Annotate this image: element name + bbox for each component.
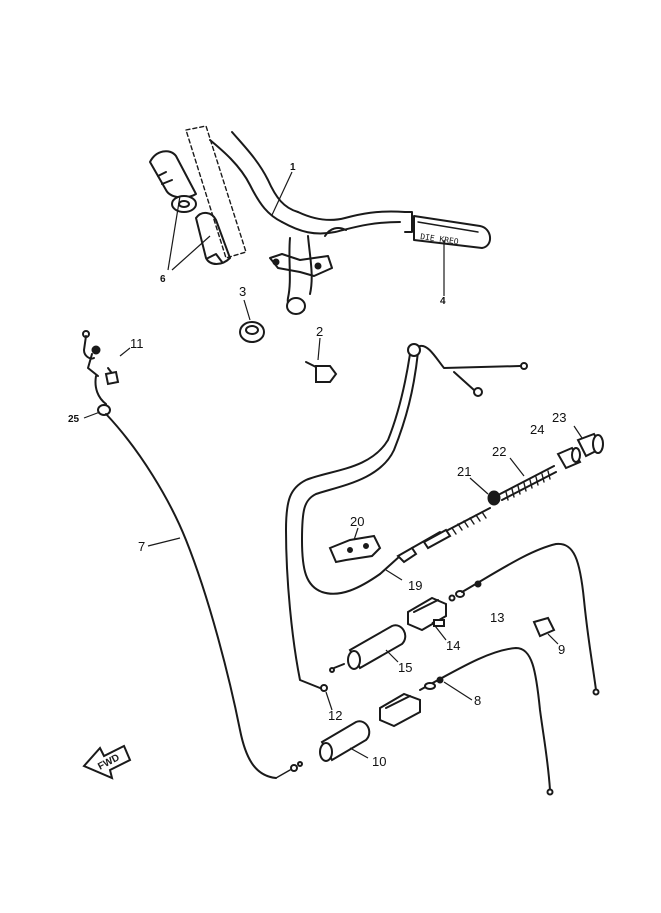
part-19-cable-adjuster: [379, 507, 491, 581]
part-9-clip: [532, 616, 559, 645]
callout-24: 24: [530, 422, 544, 437]
cable-loop: [285, 343, 528, 689]
leader-6a: [167, 195, 181, 271]
callout-14: 14: [446, 638, 460, 653]
callout-3: 3: [239, 284, 246, 299]
part-24-sleeve: [556, 446, 582, 470]
forward-arrow: FWD: [82, 744, 132, 780]
callout-2: 2: [316, 324, 323, 339]
handlebar: [209, 131, 406, 315]
callout-10: 10: [372, 754, 386, 769]
callout-1: 1: [290, 162, 296, 173]
part-3-nut: [239, 299, 265, 343]
callout-7: 7: [138, 539, 145, 554]
callout-9: 9: [558, 642, 565, 657]
callout-21: 21: [457, 464, 471, 479]
part-2-bolt: [305, 337, 338, 383]
callout-11: 11: [130, 336, 144, 351]
leader-6b: [171, 235, 211, 271]
part-10-cylinder: [319, 720, 371, 762]
callout-4: 4: [440, 296, 446, 307]
part-21-nut: [469, 477, 501, 506]
leader-1: [271, 171, 293, 216]
leader-7: [147, 537, 181, 547]
callout-13: 13: [490, 610, 504, 625]
cable-7: [105, 413, 277, 779]
callout-23: 23: [552, 410, 566, 425]
callout-25: 25: [68, 414, 80, 425]
part-23-cap: [573, 425, 604, 458]
right-grip: DIE KREO: [404, 211, 491, 249]
callout-6: 6: [160, 274, 166, 285]
part-14-holder: [407, 596, 447, 641]
callout-15: 15: [398, 660, 412, 675]
part-12-cable-end: [320, 684, 333, 711]
leader-25: [83, 411, 101, 419]
callout-12: 12: [328, 708, 342, 723]
part-20-bracket: [328, 527, 382, 564]
callout-8: 8: [474, 693, 481, 708]
callout-19: 19: [408, 578, 422, 593]
callout-22: 22: [492, 444, 506, 459]
callout-20: 20: [350, 514, 364, 529]
left-grip: [149, 150, 231, 265]
grip-text: DIE KREO: [420, 232, 460, 246]
cable-13: [448, 542, 600, 696]
cable-8: [379, 647, 554, 796]
part-22-spring: [499, 457, 557, 501]
throttle-cable-upper-end: [82, 330, 111, 416]
part-11-screw: [104, 347, 131, 386]
part-15-cylinder: [329, 624, 407, 673]
